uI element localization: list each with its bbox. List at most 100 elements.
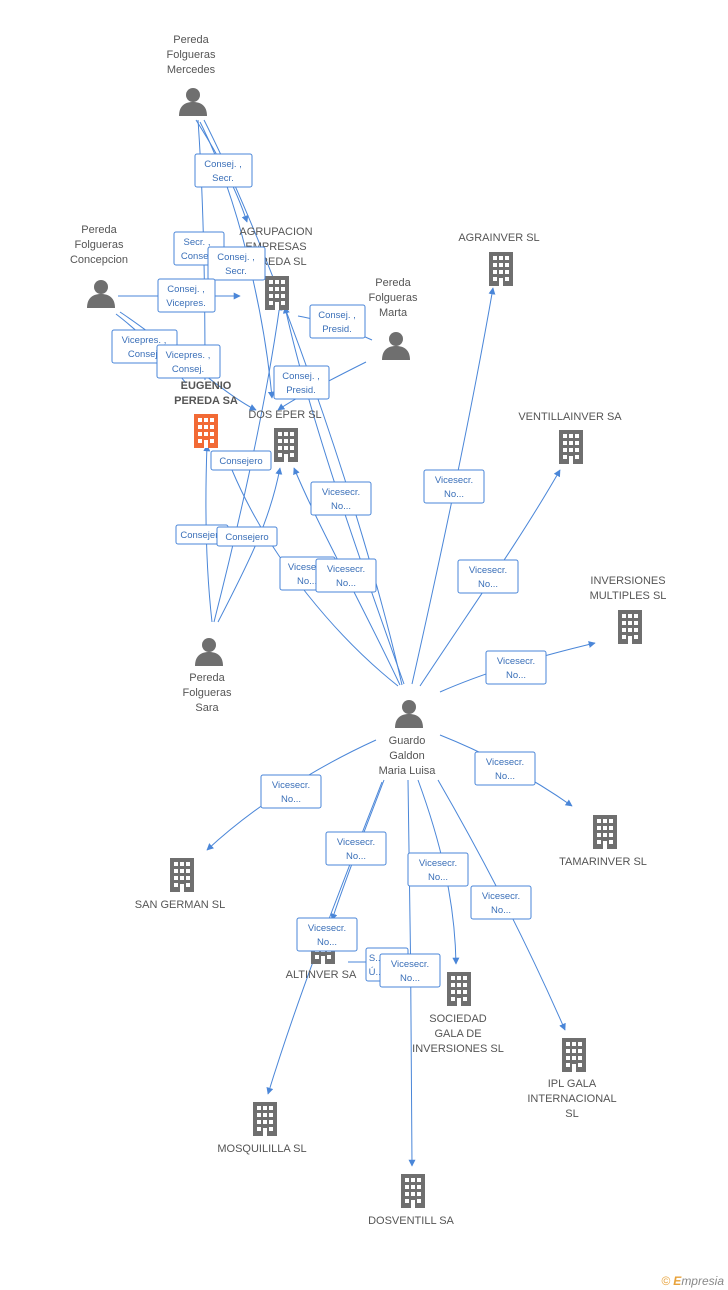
person-node-marta[interactable]: Pereda Folgueras Marta	[369, 277, 418, 360]
node-label: SAN GERMAN SL	[135, 899, 225, 911]
company-node-iplgala[interactable]: IPL GALA INTERNACIONAL SL	[527, 1038, 617, 1120]
relation-label-line: Vicesecr.	[308, 923, 346, 934]
relation-label-line: No...	[281, 794, 301, 805]
node-label: MOSQUILILLA SL	[217, 1143, 306, 1155]
company-node-sociedad[interactable]: SOCIEDAD GALA DE INVERSIONES SL	[412, 972, 504, 1055]
relation-label-line: No...	[317, 937, 337, 948]
node-label: ALTINVER SA	[286, 969, 357, 981]
relation-label[interactable]: Vicepres. , Consej.	[156, 344, 221, 379]
building-icon	[274, 428, 298, 462]
edge-guardo-eugenio	[231, 469, 399, 687]
relation-label-line: Secr.	[212, 173, 234, 184]
relation-label-line: No...	[444, 489, 464, 500]
relation-label-line: Consej.	[181, 251, 213, 262]
brand-name: mpresia	[681, 1274, 724, 1288]
relation-label-line: Vicesecr.	[288, 562, 326, 573]
relation-labels: Consej. , Secr. Secr. , Consej. Consej. …	[111, 153, 547, 988]
building-icon	[618, 610, 642, 644]
relation-label-line: Consej.	[128, 349, 160, 360]
company-node-dosventill[interactable]: DOSVENTILL SA	[368, 1174, 455, 1227]
relation-label-line: No...	[336, 578, 356, 589]
company-node-ventillainver[interactable]: VENTILLAINVER SA	[518, 411, 622, 464]
relation-label-line: Secr.	[225, 266, 247, 277]
relation-label[interactable]: Consejero	[216, 526, 278, 547]
node-label: VENTILLAINVER SA	[518, 411, 622, 423]
relation-label[interactable]: Vicesecr. No...	[296, 917, 358, 952]
relation-label[interactable]: Consej. , Vicepres.	[157, 278, 216, 313]
relation-label[interactable]: Vicesecr. No...	[457, 559, 519, 594]
node-label: INVERSIONES SL	[412, 1043, 504, 1055]
node-label: Folgueras	[167, 49, 216, 61]
relation-label-line: No...	[331, 501, 351, 512]
relation-label[interactable]: Vicesecr. No...	[407, 852, 469, 887]
company-node-doseper[interactable]: DOS EPER SL	[248, 409, 322, 462]
relation-label-line: Vicesecr.	[419, 858, 457, 869]
relation-label-line: Vicepres. ,	[166, 350, 211, 361]
person-icon	[195, 638, 223, 666]
person-node-concepcion[interactable]: Pereda Folgueras Concepcion	[70, 224, 128, 308]
relation-label[interactable]: Vicesecr. No...	[379, 953, 441, 988]
relation-label-line: Vicepres. ,	[122, 335, 167, 346]
relation-label[interactable]: Consejero	[175, 524, 229, 545]
building-icon	[559, 430, 583, 464]
relation-label-line: Vicesecr.	[435, 475, 473, 486]
relation-label[interactable]: Consej. , Presid.	[273, 365, 330, 400]
building-icon	[170, 858, 194, 892]
company-node-inversiones[interactable]: INVERSIONES MULTIPLES SL	[590, 575, 667, 644]
relation-label[interactable]: Vicesecr. No...	[485, 650, 547, 685]
brand-footer: ©Empresia	[661, 1274, 724, 1288]
brand-initial: E	[673, 1274, 682, 1288]
relation-label-line: Vicesecr.	[337, 837, 375, 848]
node-label: Marta	[379, 307, 408, 319]
relation-label[interactable]: Vicesecr. No...	[470, 885, 532, 920]
person-icon	[87, 280, 115, 308]
node-label: Mercedes	[167, 64, 216, 76]
node-label: Sara	[195, 702, 219, 714]
node-label: INTERNACIONAL	[527, 1093, 616, 1105]
person-node-sara[interactable]: Pereda Folgueras Sara	[183, 638, 232, 714]
relation-label[interactable]: Consej. , Secr.	[194, 153, 253, 188]
person-node-mercedes[interactable]: Pereda Folgueras Mercedes	[167, 34, 216, 116]
relation-label-line: No...	[495, 771, 515, 782]
company-node-mosquililla[interactable]: MOSQUILILLA SL	[217, 1102, 307, 1155]
relation-label[interactable]: Vicesecr. No...	[423, 469, 485, 504]
copyright-icon: ©	[661, 1274, 671, 1288]
relation-label-line: Vicesecr.	[272, 780, 310, 791]
relation-label[interactable]: Consej. , Secr.	[207, 246, 266, 281]
relation-label-line: Consej.	[172, 364, 204, 375]
node-label: Maria Luisa	[379, 765, 437, 777]
node-label: DOS EPER SL	[248, 409, 321, 421]
relation-label[interactable]: Vicesecr. No...	[474, 751, 536, 786]
node-label: TAMARINVER SL	[559, 856, 647, 868]
relation-label-line: Consej. ,	[167, 284, 205, 295]
building-icon	[562, 1038, 586, 1072]
node-label: Guardo	[389, 735, 426, 747]
company-node-agrainver[interactable]: AGRAINVER SL	[458, 232, 540, 286]
node-label: Galdon	[389, 750, 424, 762]
relation-label-line: No...	[428, 872, 448, 883]
nodes: Pereda Folgueras Mercedes Pereda Folguer…	[70, 34, 666, 1227]
person-icon	[179, 88, 207, 116]
building-icon	[447, 972, 471, 1006]
relation-label[interactable]: Vicesecr. No...	[315, 558, 377, 593]
person-node-guardo[interactable]: Guardo Galdon Maria Luisa	[379, 700, 437, 777]
company-node-altinver[interactable]: ALTINVER SA	[286, 930, 357, 981]
node-label: SOCIEDAD	[429, 1013, 487, 1025]
relation-label-line: Ú...	[369, 967, 384, 978]
building-icon	[489, 252, 513, 286]
relation-label-line: S...	[369, 953, 383, 964]
relation-label-line: Vicesecr.	[391, 959, 429, 970]
company-node-tamarinver[interactable]: TAMARINVER SL	[559, 815, 647, 868]
relation-label-line: Presid.	[286, 385, 316, 396]
company-node-sangerman[interactable]: SAN GERMAN SL	[135, 858, 225, 911]
relation-label[interactable]: Vicesecr. No...	[325, 831, 387, 866]
relation-label-line: Secr. ,	[184, 237, 211, 248]
relation-label[interactable]: Vicesecr. No...	[260, 774, 322, 809]
relation-label-line: No...	[297, 576, 317, 587]
node-label: Folgueras	[369, 292, 418, 304]
relation-label[interactable]: Vicesecr. No...	[310, 481, 372, 516]
relation-label[interactable]: Consej. , Presid.	[309, 304, 366, 339]
building-icon	[593, 815, 617, 849]
relation-label[interactable]: Consejero	[210, 450, 272, 471]
company-node-eugenio[interactable]: EUGENIO PEREDA SA	[174, 380, 238, 448]
